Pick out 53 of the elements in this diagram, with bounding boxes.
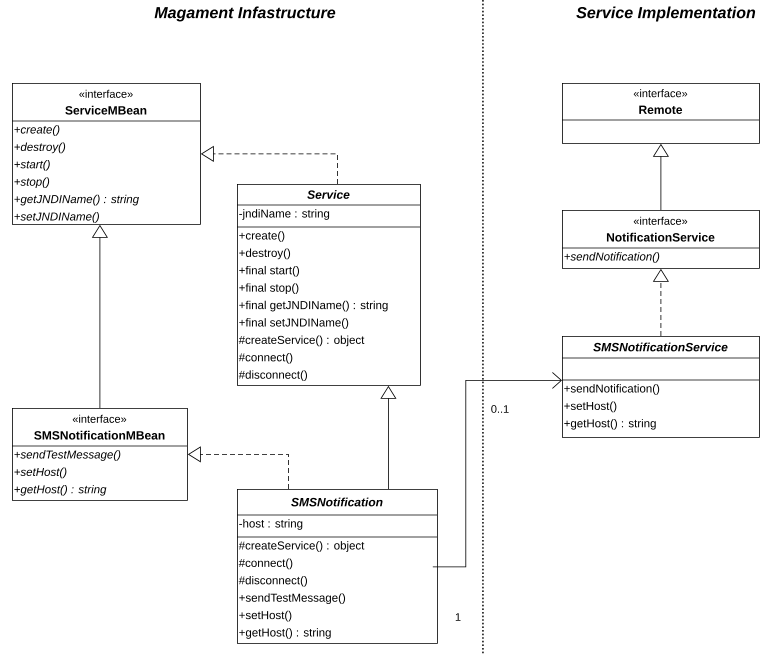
member-text: +setHost()	[14, 468, 66, 478]
section-heading: Magament Infastructure	[154, 6, 336, 22]
member-text: +setHost()	[239, 610, 292, 622]
member-text: +getHost() : string	[564, 418, 656, 430]
class-box	[236, 489, 438, 644]
member-text: +destroy()	[14, 142, 66, 154]
class-box	[562, 210, 760, 269]
class-name: SMSNotificationService	[593, 342, 728, 352]
class-box	[236, 184, 421, 386]
class-name: Remote	[639, 106, 682, 114]
member-text: #createService() : object	[238, 336, 364, 346]
member-text: #connect()	[238, 558, 292, 570]
member-text: +final setJNDIName()	[239, 318, 348, 329]
multiplicity-label: 1	[456, 613, 461, 621]
member-text: +create()	[239, 231, 284, 242]
stereotype-label: «interface»	[634, 216, 688, 225]
member-text: +sendNotification()	[564, 252, 660, 263]
member-text: +sendTestMessage()	[239, 593, 346, 604]
class-name: SMSNotificationMBean	[34, 430, 164, 440]
member-text: +final getJNDIName() : string	[239, 300, 388, 312]
member-text: +final start()	[239, 266, 300, 277]
member-text: +destroy()	[239, 248, 290, 260]
member-text: +final stop()	[239, 283, 298, 294]
member-text: #disconnect()	[238, 576, 308, 587]
class-box	[562, 336, 760, 438]
class-box	[562, 83, 760, 144]
class-box	[12, 408, 188, 501]
stereotype-label: «interface»	[634, 89, 688, 98]
member-text: +sendNotification()	[564, 384, 660, 395]
member-text: +sendTestMessage()	[14, 450, 120, 461]
multiplicity-label: 0..1	[491, 405, 509, 413]
member-text: -host : string	[239, 519, 302, 530]
stereotype-label: «interface»	[79, 90, 133, 98]
class-name: SMSNotification	[291, 498, 382, 506]
association-arrow	[432, 372, 562, 568]
member-text: +setJNDIName()	[14, 212, 99, 223]
section-heading: Service Implementation	[576, 6, 756, 22]
member-text: #disconnect()	[238, 370, 308, 382]
member-text: #createService() : object	[238, 541, 364, 552]
member-text: +create()	[14, 125, 60, 136]
member-text: +start()	[14, 160, 50, 171]
class-box	[12, 83, 201, 225]
member-text: +getHost() : string	[14, 484, 106, 496]
member-text: +getHost() : string	[239, 628, 331, 639]
member-text: +getJNDIName() : string	[14, 194, 139, 206]
stereotype-label: «interface»	[72, 414, 126, 423]
member-text: -jndiName : string	[239, 209, 330, 220]
class-name: NotificationService	[606, 232, 714, 242]
member-text: +setHost()	[564, 402, 616, 412]
class-name: ServiceMBean	[65, 106, 146, 115]
class-name: Service	[307, 190, 350, 199]
member-text: +stop()	[14, 177, 50, 188]
member-text: #connect()	[238, 352, 292, 364]
